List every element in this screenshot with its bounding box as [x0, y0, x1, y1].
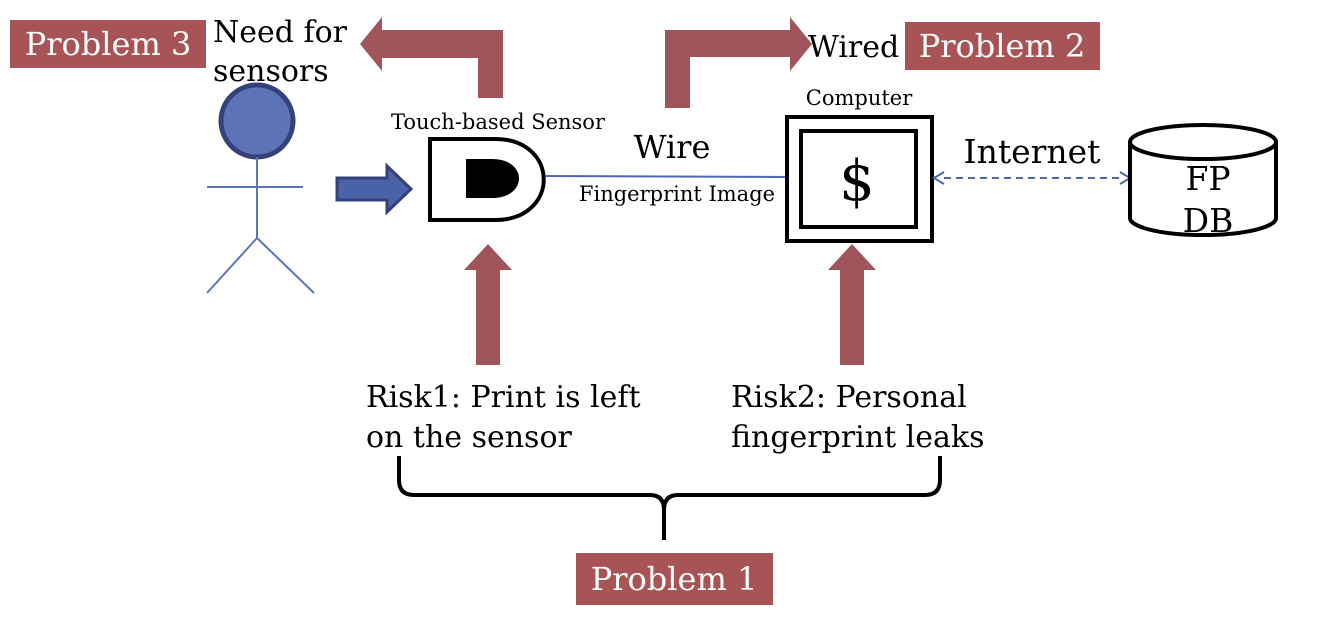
wired-label: Wired [808, 30, 899, 65]
risk-1-arrow [464, 244, 512, 365]
computer-label: Computer [806, 86, 913, 110]
db-db-label: DB [1183, 201, 1234, 240]
problem-1-badge: Problem 1 [576, 553, 773, 605]
risk-2-line-1: Risk2: Personal [731, 380, 967, 415]
problem-1-label: Problem 1 [591, 560, 758, 598]
problem-3-arrow [360, 17, 503, 98]
problem-3-label: Problem 3 [25, 25, 192, 63]
sensor-computer-wire [544, 175, 791, 178]
fingerprint-image-label: Fingerprint Image [579, 182, 775, 206]
problem-3-badge: Problem 3 [10, 20, 206, 68]
db-fp-label: FP [1185, 159, 1230, 198]
sensors-label: sensors [213, 54, 329, 89]
risk-1-line-2: on the sensor [366, 420, 573, 455]
curly-brace [397, 456, 942, 540]
risk-2-arrow [828, 244, 876, 365]
computer-icon: $ [785, 115, 934, 243]
risk-1-line-1: Risk1: Print is left [366, 380, 641, 415]
database-cylinder-icon: FP DB [1128, 123, 1278, 240]
problem-2-label: Problem 2 [919, 27, 1086, 65]
need-for-label: Need for [213, 15, 348, 50]
touch-arrow [335, 162, 414, 216]
touch-sensor-icon [428, 137, 546, 222]
wire-label: Wire [634, 128, 711, 166]
risk-2-line-2: fingerprint leaks [731, 420, 985, 455]
stick-figure-icon [206, 82, 315, 294]
problem-2-arrow [665, 17, 812, 108]
dollar-sign: $ [839, 149, 875, 214]
touch-sensor-label: Touch-based Sensor [391, 110, 606, 134]
internet-connection [932, 171, 1132, 185]
internet-label: Internet [964, 132, 1101, 171]
problem-2-badge: Problem 2 [905, 22, 1100, 70]
